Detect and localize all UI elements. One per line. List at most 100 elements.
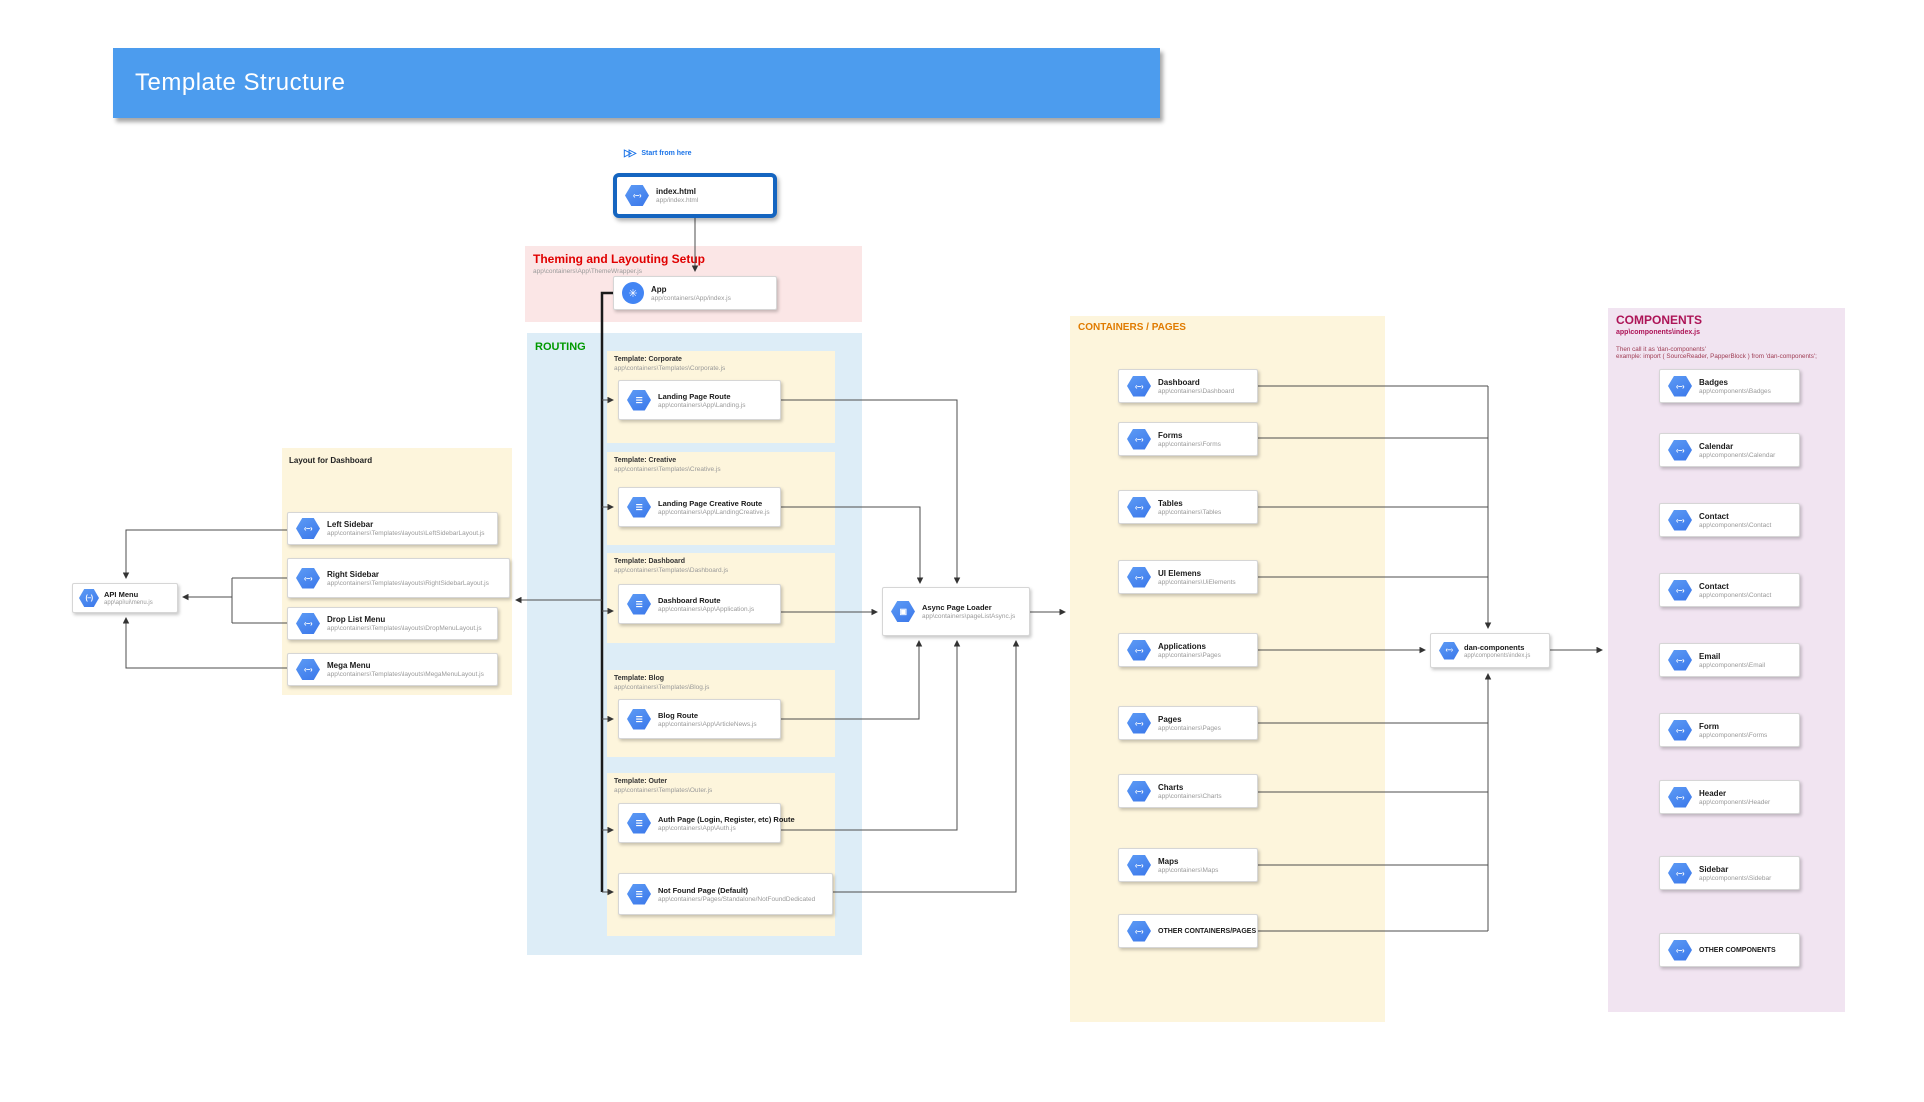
node-path: app\containers\Templates\layouts\RightSi…	[327, 579, 489, 587]
code-icon: ‹–›	[1127, 428, 1151, 450]
node-label: Sidebar	[1699, 864, 1729, 874]
code-icon: ‹–›	[1668, 509, 1692, 531]
node-path: app\containers\Dashboard	[1158, 387, 1235, 395]
node-maps-container[interactable]: ‹–› Maps app\containers\Maps	[1118, 848, 1258, 882]
code-icon: ‹–›	[1668, 439, 1692, 461]
node-label: Pages	[1158, 714, 1182, 724]
node-pages-container[interactable]: ‹–› Pages app\containers\Pages	[1118, 706, 1258, 740]
node-label: Left Sidebar	[327, 520, 374, 529]
template-label: Template: Blog	[614, 675, 665, 682]
node-dashboard-route[interactable]: ☰ Dashboard Route app\containers\App\App…	[618, 584, 781, 624]
code-icon: ‹–›	[1127, 566, 1151, 588]
code-icon: ‹–›	[1668, 375, 1692, 397]
route-list-icon: ☰	[627, 708, 651, 730]
template-path: app\containers\Templates\Outer.js	[614, 787, 713, 794]
node-path: app\containers\UiElements	[1158, 578, 1236, 586]
code-icon: ‹–›	[1127, 496, 1151, 518]
node-path: app\containers\App\Auth.js	[658, 824, 736, 832]
node-mega-menu[interactable]: ‹–› Mega Menu app\containers\Templates\l…	[287, 653, 498, 686]
containers-panel-title: CONTAINERS / PAGES	[1078, 322, 1186, 333]
node-label: Async Page Loader	[922, 603, 992, 612]
template-path: app\containers\Templates\Creative.js	[614, 466, 721, 473]
node-forms-container[interactable]: ‹–› Forms app\containers\Forms	[1118, 422, 1258, 456]
node-dashboard-container[interactable]: ‹–› Dashboard app\containers\Dashboard	[1118, 369, 1258, 403]
node-label: Contact	[1699, 581, 1729, 591]
node-ui-elements-container[interactable]: ‹–› UI Elemens app\containers\UiElements	[1118, 560, 1258, 594]
node-left-sidebar[interactable]: ‹–› Left Sidebar app\containers\Template…	[287, 512, 498, 545]
routing-title: ROUTING	[535, 341, 586, 353]
code-icon: ‹–›	[1668, 719, 1692, 741]
code-icon: ‹–›	[1668, 649, 1692, 671]
code-icon: ‹–›	[1127, 712, 1151, 734]
node-sidebar-component[interactable]: ‹–› Sidebar app\components\Sidebar	[1659, 856, 1800, 890]
node-blog-route[interactable]: ☰ Blog Route app\containers\App\ArticleN…	[618, 699, 781, 739]
node-other-containers[interactable]: ‹–› OTHER CONTAINERS/PAGES	[1118, 914, 1258, 948]
node-label: Forms	[1158, 430, 1183, 440]
node-path: app\components\Contact	[1699, 591, 1772, 599]
node-label: Mega Menu	[327, 661, 371, 670]
node-path: app/containers/App/index.js	[651, 294, 731, 302]
template-label: Template: Outer	[614, 778, 668, 785]
node-other-components[interactable]: ‹–› OTHER COMPONENTS	[1659, 933, 1800, 967]
node-label: Right Sidebar	[327, 569, 380, 579]
node-api-menu[interactable]: (–) API Menu app\api\ui\menu.js	[72, 583, 178, 613]
node-path: app\components\Sidebar	[1699, 874, 1772, 882]
node-path: app/index.html	[656, 197, 699, 204]
node-path: app\containers\App\Landing.js	[658, 401, 746, 409]
node-badges-component[interactable]: ‹–› Badges app\components\Badges	[1659, 369, 1800, 403]
node-label: index.html	[656, 187, 697, 196]
node-label: Dashboard Route	[658, 595, 721, 605]
code-icon: ‹–›	[1127, 854, 1151, 876]
node-email-component[interactable]: ‹–› Email app\components\Email	[1659, 643, 1800, 677]
template-label: Template: Dashboard	[614, 558, 686, 565]
node-label: Contact	[1699, 511, 1729, 521]
node-path: app\containers\Tables	[1158, 508, 1222, 516]
node-async-page-loader[interactable]: ▣ Async Page Loader app\containers\pageL…	[882, 587, 1030, 636]
node-contact-component[interactable]: ‹–› Contact app\components\Contact	[1659, 503, 1800, 537]
node-right-sidebar[interactable]: ‹–› Right Sidebar app\containers\Templat…	[287, 558, 510, 598]
node-auth-page-route[interactable]: ☰ Auth Page (Login, Register, etc) Route…	[618, 803, 795, 843]
node-calendar-component[interactable]: ‹–› Calendar app\components\Calendar	[1659, 433, 1800, 467]
node-contact-component-2[interactable]: ‹–› Contact app\components\Contact	[1659, 573, 1800, 607]
node-label: Auth Page (Login, Register, etc) Route	[658, 814, 795, 824]
node-label: OTHER CONTAINERS/PAGES	[1158, 927, 1257, 935]
node-label: Not Found Page (Default)	[658, 885, 748, 895]
components-note-1: Then call it as 'dan-components'	[1616, 346, 1706, 353]
node-landing-page-route[interactable]: ☰ Landing Page Route app\containers\App\…	[618, 380, 781, 420]
node-applications-container[interactable]: ‹–› Applications app\containers\Pages	[1118, 633, 1258, 667]
node-drop-list-menu[interactable]: ‹–› Drop List Menu app\containers\Templa…	[287, 607, 498, 640]
template-path: app\containers\Templates\Dashboard.js	[614, 567, 729, 574]
node-app[interactable]: ✳ App app/containers/App/index.js	[613, 276, 777, 310]
node-index-html[interactable]: ‹–› index.html app/index.html	[613, 173, 777, 218]
node-path: app\components\Contact	[1699, 521, 1772, 529]
node-charts-container[interactable]: ‹–› Charts app\containers\Charts	[1118, 774, 1258, 808]
code-icon: ‹–›	[296, 518, 320, 539]
node-path: app\components\Calendar	[1699, 451, 1776, 459]
code-icon: ‹–›	[1127, 780, 1151, 802]
code-icon: ‹–›	[1668, 939, 1692, 961]
template-label: Template: Creative	[614, 457, 677, 464]
node-path: app\containers\Templates\layouts\MegaMen…	[327, 671, 484, 678]
theming-title: Theming and Layouting Setup	[533, 252, 705, 266]
node-path: app\containers\Charts	[1158, 792, 1222, 800]
route-list-icon: ☰	[627, 389, 651, 411]
components-panel-subtitle: app\components\index.js	[1616, 329, 1701, 336]
node-dan-components[interactable]: ‹–› dan-components app\components\index.…	[1430, 633, 1550, 668]
node-path: app\containers\Templates\layouts\DropMen…	[327, 625, 482, 632]
node-label: Header	[1699, 788, 1727, 798]
node-path: app\containers\Maps	[1158, 866, 1219, 874]
node-path: app\components\Email	[1699, 661, 1766, 669]
code-icon: ‹–›	[625, 185, 649, 206]
node-label: Applications	[1158, 641, 1207, 651]
node-path: app\containers\Templates\layouts\LeftSid…	[327, 530, 485, 537]
template-label: Template: Corporate	[614, 356, 682, 363]
app-component-icon: ✳	[622, 282, 644, 304]
node-label: Form	[1699, 721, 1719, 731]
node-not-found-page[interactable]: ☰ Not Found Page (Default) app\container…	[618, 873, 833, 915]
node-landing-page-creative-route[interactable]: ☰ Landing Page Creative Route app\contai…	[618, 487, 781, 527]
node-header-component[interactable]: ‹–› Header app\components\Header	[1659, 780, 1800, 814]
node-form-component[interactable]: ‹–› Form app\components\Forms	[1659, 713, 1800, 747]
route-list-icon: ☰	[627, 883, 651, 905]
template-path: app\containers\Templates\Corporate.js	[614, 365, 726, 372]
node-tables-container[interactable]: ‹–› Tables app\containers\Tables	[1118, 490, 1258, 524]
